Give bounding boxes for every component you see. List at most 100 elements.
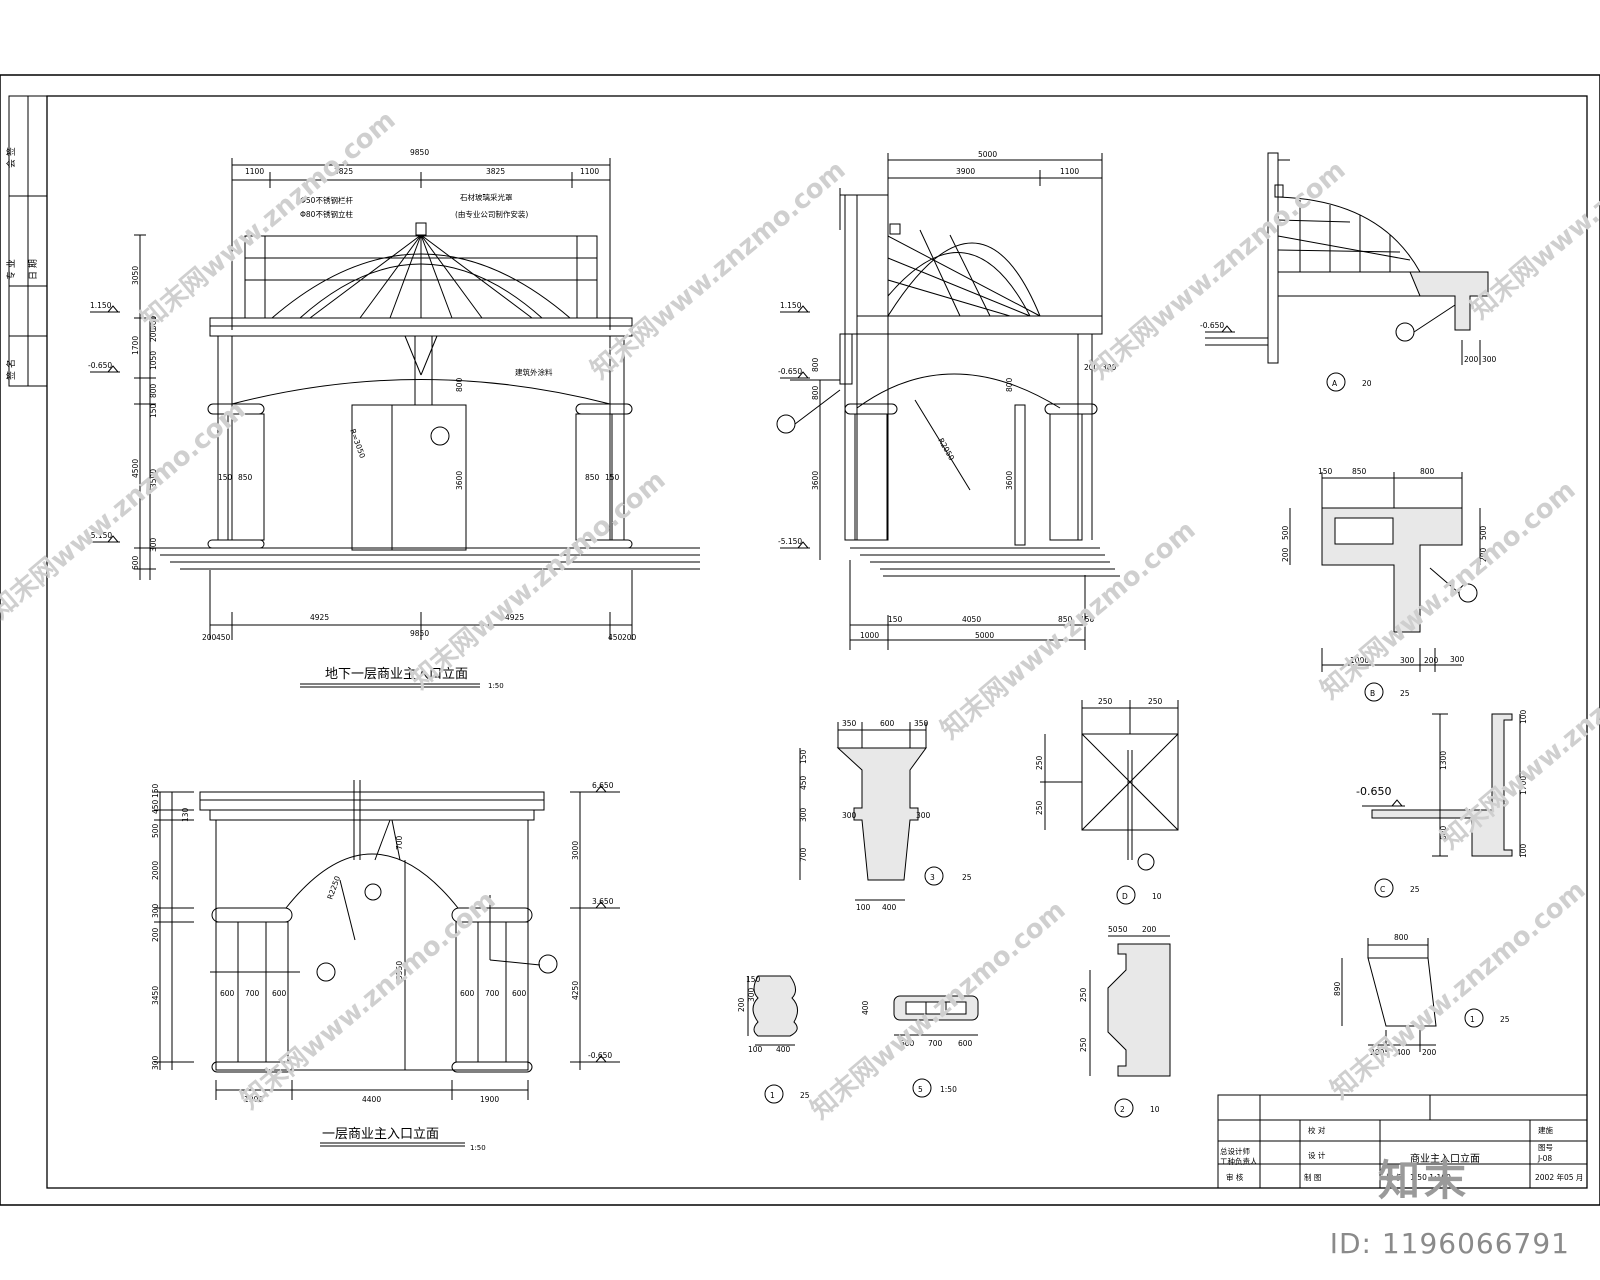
- detail-d: [1040, 700, 1179, 905]
- svg-text:一层商业主入口立面: 一层商业主入口立面: [322, 1127, 439, 1142]
- svg-text:R2050: R2050: [936, 437, 956, 463]
- svg-text:图号: 图号: [1538, 1143, 1553, 1152]
- svg-text:130: 130: [181, 807, 190, 822]
- svg-text:R2250: R2250: [325, 875, 342, 901]
- svg-text:450: 450: [151, 799, 160, 814]
- svg-text:200: 200: [1370, 1048, 1385, 1057]
- svg-text:150: 150: [149, 403, 158, 418]
- svg-text:-5.150: -5.150: [778, 537, 802, 546]
- elevation-first-floor-texts: 150 450 500 130 2000 300 200 3450 300 30…: [151, 781, 614, 1152]
- brand-logo: 知末: [1377, 1156, 1470, 1205]
- elevation-basement-entrance: [90, 158, 700, 688]
- svg-text:200: 200: [1281, 547, 1290, 562]
- svg-text:300: 300: [1450, 655, 1465, 664]
- svg-text:-0.650: -0.650: [1200, 321, 1224, 330]
- svg-text:400: 400: [861, 1000, 870, 1015]
- svg-text:250: 250: [1079, 1037, 1088, 1052]
- svg-text:1: 1: [1470, 1015, 1475, 1024]
- svg-text:850: 850: [1352, 467, 1367, 476]
- detail-3-capital-texts: 350 600 350 150 450 300 300 300 700 100 …: [799, 719, 972, 912]
- svg-text:R=3050: R=3050: [348, 428, 367, 460]
- svg-text:600: 600: [1439, 825, 1448, 840]
- svg-text:5000: 5000: [978, 150, 997, 159]
- svg-text:600: 600: [131, 555, 140, 570]
- svg-text:300: 300: [1102, 363, 1117, 372]
- svg-text:250: 250: [1035, 800, 1044, 815]
- svg-text:3600: 3600: [811, 471, 820, 490]
- detail-d-texts: 250 250 250 250 D 10: [1035, 697, 1163, 901]
- svg-text:850: 850: [238, 473, 253, 482]
- svg-text:知末网www.znzmo.com: 知末网www.znzmo.com: [135, 105, 401, 335]
- svg-text:2002 年05 月: 2002 年05 月: [1535, 1172, 1583, 1182]
- svg-text:Φ50不锈钢栏杆: Φ50不锈钢栏杆: [300, 195, 353, 205]
- detail-2-cornice-texts: 50 50 200 250 250 2 10: [1079, 925, 1160, 1114]
- svg-text:1100: 1100: [1060, 167, 1079, 176]
- svg-text:450: 450: [799, 775, 808, 790]
- svg-text:3900: 3900: [956, 167, 975, 176]
- svg-text:400: 400: [882, 903, 897, 912]
- svg-text:Φ80不锈钢立柱: Φ80不锈钢立柱: [300, 209, 353, 219]
- svg-text:-5.150: -5.150: [88, 531, 112, 540]
- detail-1-keystone-texts: 800 890 200 400 200 1 25: [1333, 933, 1510, 1057]
- svg-text:会 签: 会 签: [5, 147, 17, 168]
- svg-text:1.150: 1.150: [780, 301, 802, 310]
- svg-text:25: 25: [1410, 885, 1420, 894]
- svg-text:400: 400: [1396, 1048, 1411, 1057]
- title-block: [1217, 1094, 1588, 1189]
- svg-text:5: 5: [918, 1085, 923, 1094]
- svg-text:100: 100: [856, 903, 871, 912]
- svg-text:300: 300: [747, 987, 756, 1002]
- svg-text:200: 200: [1142, 925, 1157, 934]
- svg-text:300: 300: [842, 811, 857, 820]
- left-margin-labels: 会 签 专 业 签 名 日 期: [5, 147, 39, 380]
- svg-text:石材玻璃采光罩: 石材玻璃采光罩: [460, 192, 513, 202]
- svg-text:1900: 1900: [480, 1095, 499, 1104]
- svg-text:知末网www.znzmo.com: 知末网www.znzmo.com: [1325, 875, 1591, 1105]
- svg-text:600: 600: [880, 719, 895, 728]
- svg-text:25: 25: [1400, 689, 1410, 698]
- svg-text:150: 150: [888, 615, 903, 624]
- svg-text:50: 50: [1118, 925, 1128, 934]
- svg-text:日 期: 日 期: [28, 259, 39, 280]
- detail-5-ring: [893, 995, 979, 1098]
- svg-text:300: 300: [799, 807, 808, 822]
- svg-text:知末网www.znzmo.com: 知末网www.znzmo.com: [405, 465, 671, 695]
- svg-text:1900: 1900: [244, 1095, 263, 1104]
- svg-text:350: 350: [842, 719, 857, 728]
- svg-text:3500: 3500: [149, 469, 158, 488]
- svg-text:800: 800: [1394, 933, 1409, 942]
- svg-text:150: 150: [1318, 467, 1333, 476]
- svg-text:制 图: 制 图: [1304, 1172, 1321, 1182]
- elevation-side-texts: 5000 3900 1100 1.150 -0.650 -5.150 150 4…: [778, 150, 1117, 640]
- svg-text:-0.650: -0.650: [88, 361, 112, 370]
- svg-text:700: 700: [395, 835, 404, 850]
- svg-text:150: 150: [605, 473, 620, 482]
- svg-text:400: 400: [776, 1045, 791, 1054]
- svg-text:250: 250: [1098, 697, 1113, 706]
- svg-text:4400: 4400: [362, 1095, 381, 1104]
- svg-text:1:50: 1:50: [488, 682, 504, 690]
- svg-text:250: 250: [1079, 987, 1088, 1002]
- detail-1-keystone: [1341, 938, 1484, 1052]
- svg-text:1:50: 1:50: [470, 1144, 486, 1152]
- svg-text:300: 300: [149, 537, 158, 552]
- svg-text:300: 300: [1400, 656, 1415, 665]
- svg-text:20: 20: [1362, 379, 1372, 388]
- svg-text:1000: 1000: [860, 631, 879, 640]
- svg-text:200: 200: [1422, 1048, 1437, 1057]
- svg-text:500: 500: [1479, 525, 1488, 540]
- svg-text:校 对: 校 对: [1308, 1125, 1326, 1135]
- svg-text:3600: 3600: [455, 471, 464, 490]
- svg-text:500: 500: [1281, 525, 1290, 540]
- svg-text:(由专业公司制作安装): (由专业公司制作安装): [455, 209, 528, 219]
- svg-text:600: 600: [272, 989, 287, 998]
- svg-text:6.650: 6.650: [592, 781, 614, 790]
- svg-text:200: 200: [1424, 656, 1439, 665]
- svg-text:2000: 2000: [151, 861, 160, 880]
- detail-1-molding: [747, 975, 798, 1104]
- svg-text:450: 450: [216, 633, 231, 642]
- svg-text:450: 450: [608, 633, 623, 642]
- svg-text:1: 1: [770, 1091, 775, 1100]
- svg-text:250: 250: [1148, 697, 1163, 706]
- svg-text:1700: 1700: [131, 336, 140, 355]
